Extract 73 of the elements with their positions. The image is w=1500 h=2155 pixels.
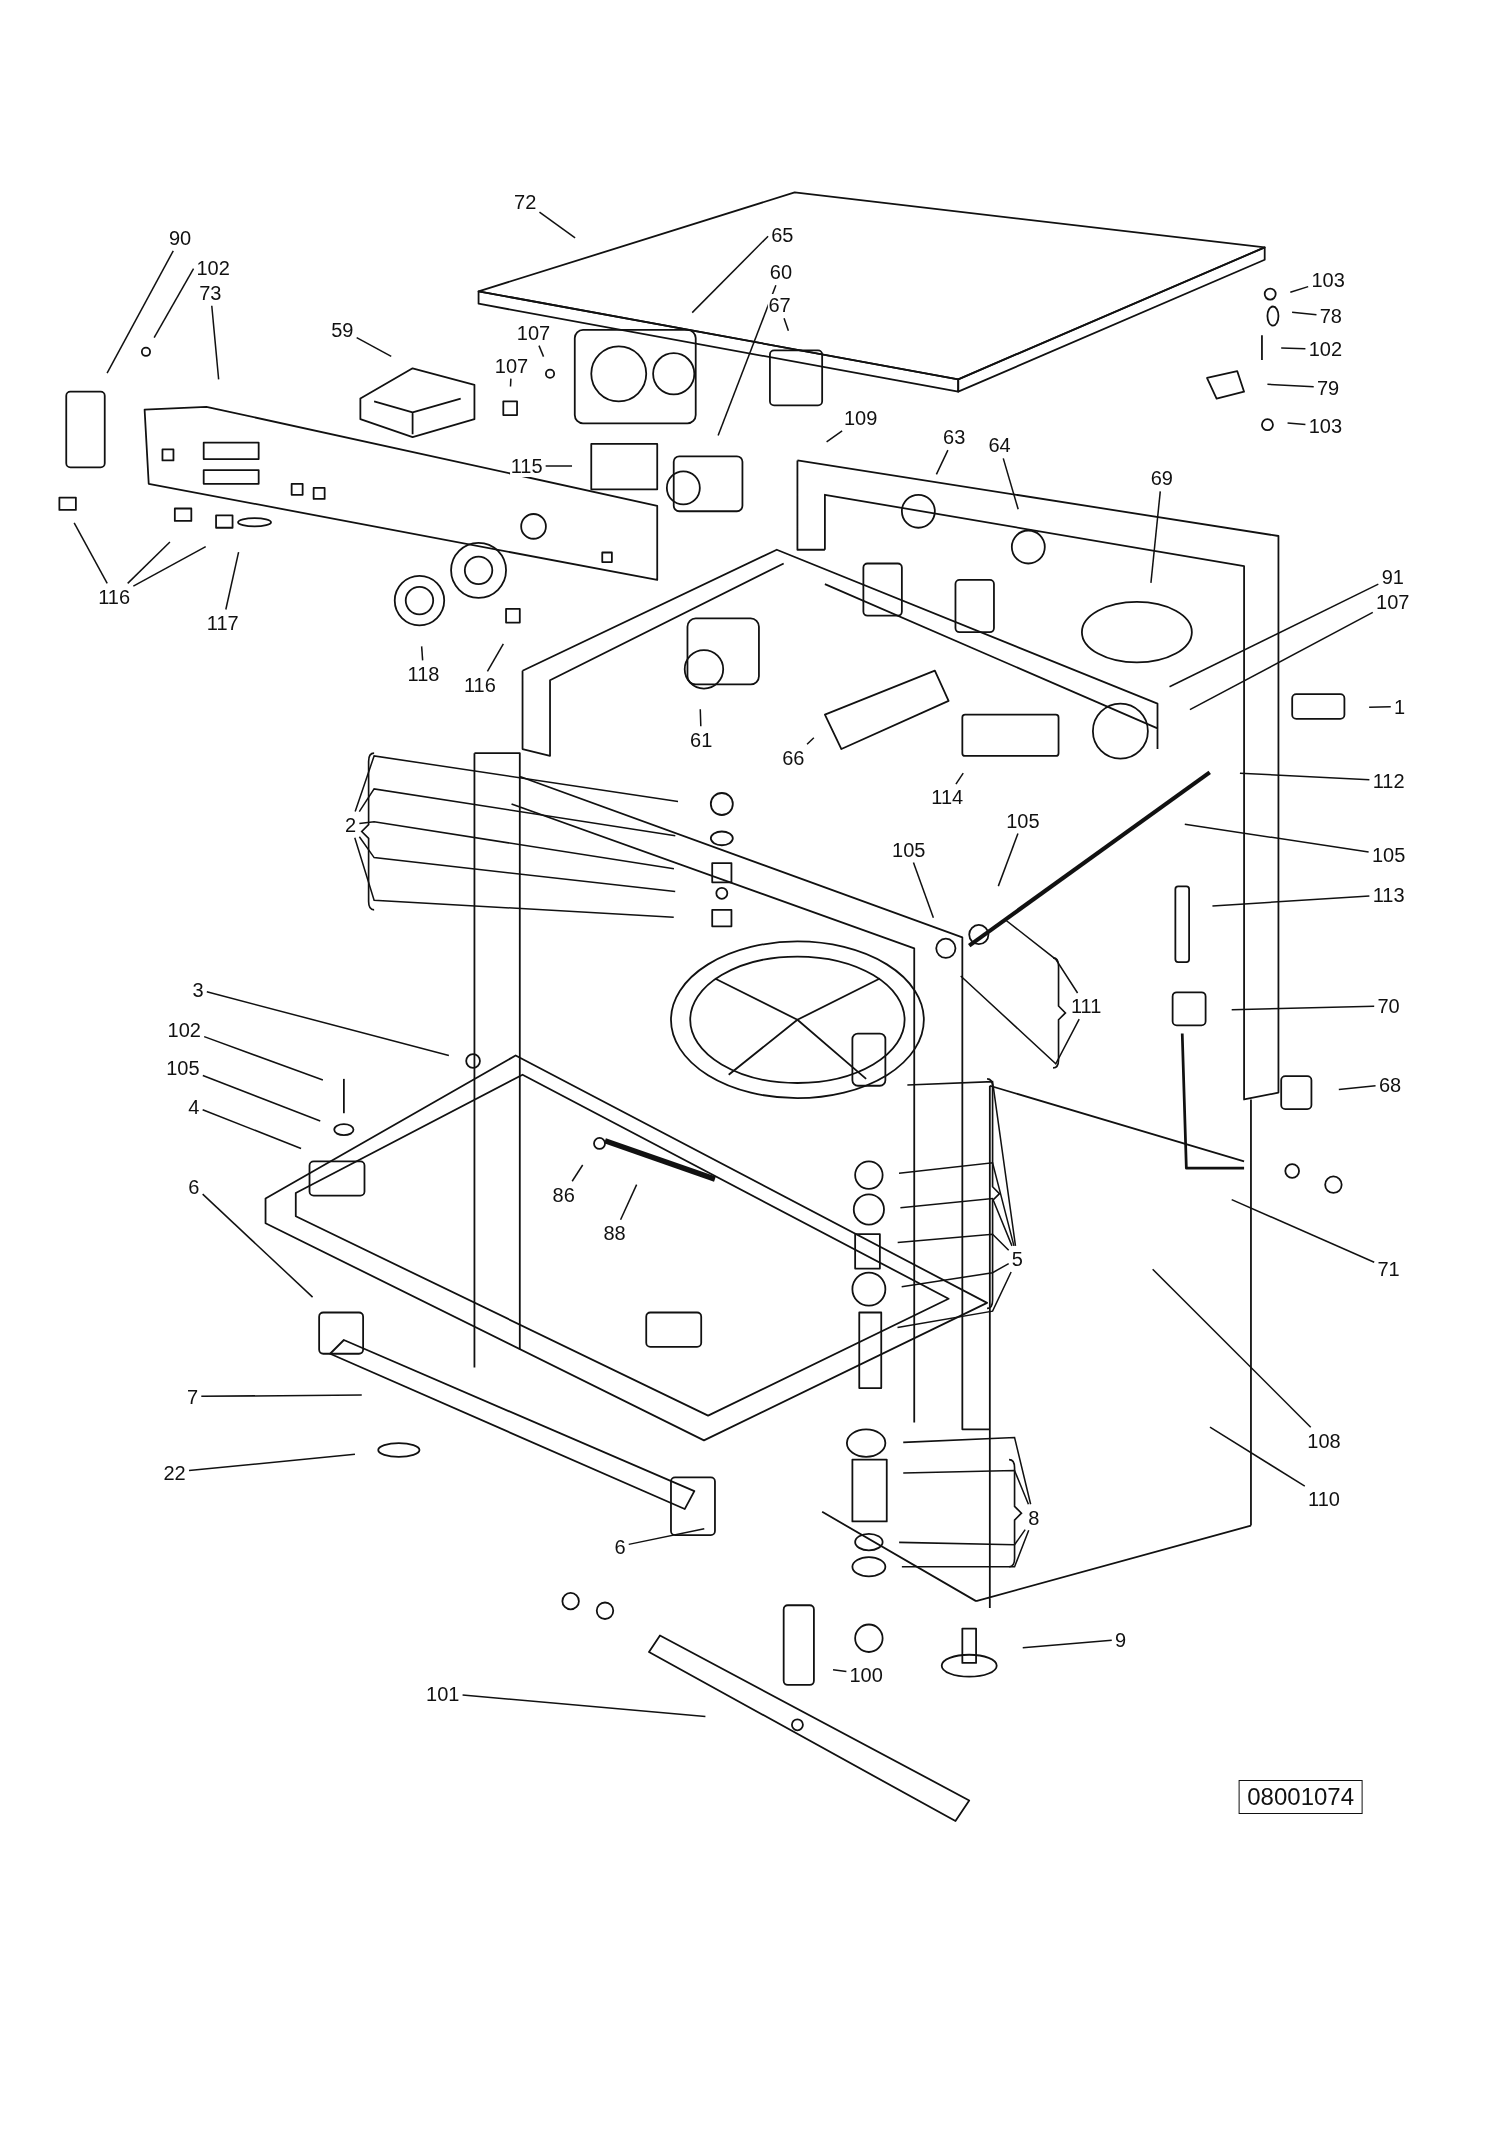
leader-line — [1280, 347, 1307, 350]
leader-line — [1151, 1268, 1312, 1429]
leader-line — [1368, 705, 1392, 709]
leader-line — [538, 211, 576, 239]
leader-line — [358, 821, 675, 870]
leader-line — [1189, 611, 1374, 711]
leader-line — [1209, 1426, 1306, 1487]
leader-line — [1289, 285, 1309, 293]
leader-line — [206, 991, 450, 1057]
leader-line — [355, 336, 392, 358]
leader-line — [509, 377, 512, 388]
leader-line — [420, 645, 424, 662]
leader-line — [73, 522, 108, 585]
leader-line — [997, 832, 1019, 887]
leader-line — [899, 1197, 1013, 1247]
leader-line — [902, 1436, 1032, 1505]
leader-line — [1184, 823, 1370, 853]
leader-line — [1291, 311, 1318, 316]
drawing-number: 08001074 — [1238, 1779, 1364, 1814]
leader-line — [1004, 919, 1079, 994]
leader-line — [900, 1262, 1010, 1288]
leader-line — [358, 836, 676, 893]
leader-line — [896, 1233, 1010, 1252]
leader-line — [1168, 583, 1380, 688]
leader-line — [1338, 1085, 1377, 1091]
leader-line — [354, 836, 675, 918]
leader-line — [935, 449, 949, 476]
leader-line — [912, 861, 935, 919]
leader-line — [906, 1080, 1017, 1247]
leader-line — [126, 541, 171, 585]
leader-line — [902, 1469, 1030, 1505]
leader-line — [1230, 1005, 1375, 1011]
leader-line — [571, 1164, 584, 1182]
leader-line — [132, 545, 207, 587]
leader-line — [901, 1529, 1030, 1568]
leader-line — [717, 284, 777, 437]
leader-line — [1002, 457, 1019, 510]
leader-line — [1022, 1639, 1113, 1649]
leader-line — [1150, 490, 1162, 584]
leader-line — [202, 1074, 321, 1122]
leader-line — [544, 465, 573, 467]
leader-line — [699, 708, 702, 728]
leader-line — [898, 1161, 1015, 1247]
leader-line — [106, 250, 174, 374]
leader-line — [691, 235, 769, 314]
leader-line — [211, 305, 220, 381]
leader-line — [201, 1109, 302, 1150]
leader-line — [959, 975, 1080, 1065]
leader-line — [538, 344, 545, 358]
leader-line — [627, 1528, 706, 1546]
leader-line — [825, 430, 843, 443]
leader-line — [201, 1193, 314, 1298]
leader-line — [354, 755, 679, 813]
leader-line — [898, 1528, 1026, 1546]
leader-line — [358, 788, 677, 837]
leader-line — [1266, 383, 1315, 388]
leader-line — [461, 1694, 707, 1718]
leader-line — [486, 643, 505, 673]
leader-line — [896, 1271, 1012, 1329]
leader-line — [1286, 422, 1307, 426]
leader-line — [955, 772, 964, 785]
leader-line — [832, 1669, 848, 1673]
leader-line — [188, 1453, 356, 1472]
leader-line — [1239, 772, 1371, 781]
leader-line — [1211, 895, 1371, 907]
leader-line — [619, 1183, 638, 1221]
leader-line — [153, 267, 195, 339]
leader-line — [200, 1394, 363, 1398]
leader-line — [225, 551, 240, 611]
leader-line — [806, 737, 815, 745]
leader-line — [203, 1035, 324, 1081]
leader-line — [783, 317, 790, 332]
leader-line — [1230, 1198, 1375, 1264]
